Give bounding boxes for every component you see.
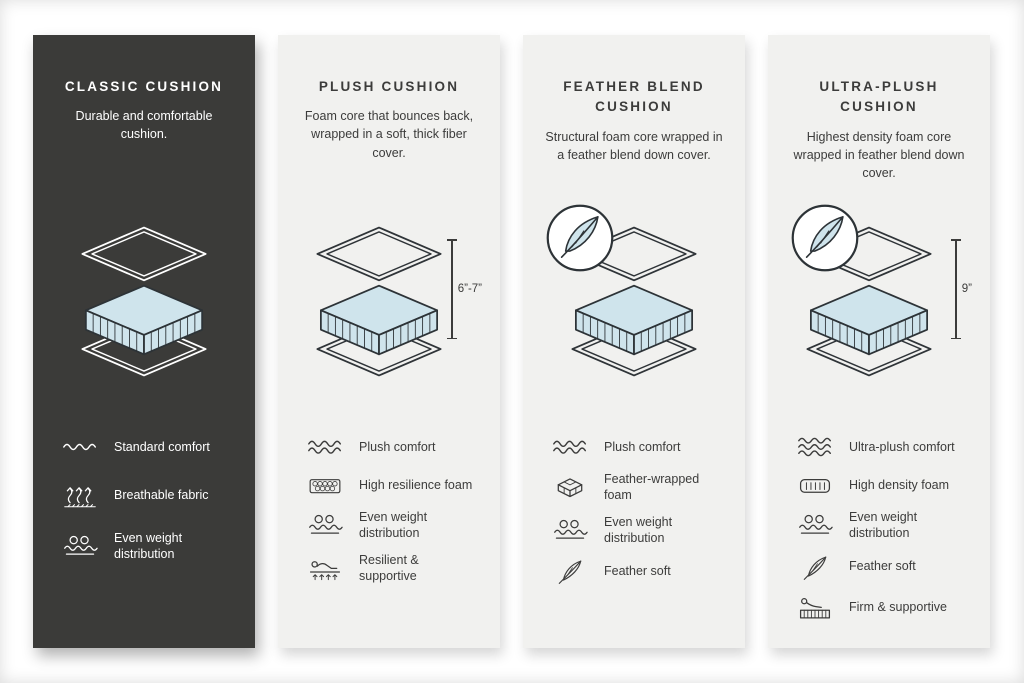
- high-density-foam-icon: [794, 472, 836, 499]
- column-title: CLASSIC CUSHION: [64, 79, 224, 94]
- measurement-value: 6”-7”: [457, 283, 482, 295]
- feature-row: Plush comfort: [549, 433, 725, 461]
- feature-label: High density foam: [849, 477, 950, 492]
- height-measurement: 9”: [951, 239, 972, 339]
- column-ultra-plush-cushion: ULTRA-PLUSH CUSHION Highest density foam…: [768, 35, 990, 648]
- cushion-illustration: [543, 195, 725, 407]
- feature-row: Breathable fabric: [59, 481, 235, 510]
- even-weight-icon: [549, 518, 591, 542]
- column-description: Durable and comfortable cushion.: [75, 109, 213, 142]
- feature-label: High resilience foam: [359, 477, 473, 492]
- feature-label: Ultra-plush comfort: [849, 439, 955, 454]
- feature-row: Even weight distribution: [794, 509, 970, 542]
- column-feather-blend-cushion: FEATHER BLEND CUSHION Structural foam co…: [523, 35, 745, 648]
- feature-row: Feather soft: [794, 552, 970, 582]
- feature-label: Plush comfort: [604, 439, 681, 454]
- cushion-layers-icon: [316, 226, 442, 376]
- cushion-layers-icon: [81, 226, 207, 376]
- feature-list: Plush comfort Feather-wrapped foam: [543, 433, 725, 586]
- firm-supportive-icon: [794, 592, 836, 623]
- column-description: Foam core that bounces back, wrapped in …: [304, 109, 474, 160]
- feature-label: Resilient & supportive: [359, 552, 419, 583]
- column-classic-cushion: CLASSIC CUSHION Durable and comfortable …: [33, 35, 255, 648]
- feature-label: Standard comfort: [114, 439, 210, 454]
- feature-row: Standard comfort: [59, 433, 235, 461]
- resilient-supportive-icon: [304, 552, 346, 583]
- column-header: PLUSH CUSHION Foam core that bounces bac…: [298, 77, 480, 195]
- double-wave-icon: [549, 437, 591, 457]
- height-measurement: 6”-7”: [447, 239, 482, 339]
- feature-label: Firm & supportive: [849, 599, 947, 614]
- feature-row: Resilient & supportive: [304, 552, 480, 585]
- feature-label: Plush comfort: [359, 439, 436, 454]
- measurement-line: [951, 239, 960, 339]
- measurement-value: 9”: [961, 283, 972, 295]
- feature-label: Even weight distribution: [114, 531, 183, 562]
- column-description: Highest density foam core wrapped in fea…: [793, 129, 965, 180]
- feature-list: Standard comfort Breathable fabric: [53, 433, 235, 563]
- feather-icon: [549, 556, 591, 586]
- feature-row: Plush comfort: [304, 433, 480, 461]
- feature-row: Even weight distribution: [549, 514, 725, 547]
- column-plush-cushion: PLUSH CUSHION Foam core that bounces bac…: [278, 35, 500, 648]
- feature-label: Even weight distribution: [849, 510, 918, 541]
- measurement-line: [447, 239, 456, 339]
- feature-label: Feather-wrapped foam: [604, 472, 700, 503]
- feature-label: Even weight distribution: [359, 510, 428, 541]
- double-wave-icon: [304, 437, 346, 457]
- feature-row: Feather soft: [549, 556, 725, 586]
- column-header: FEATHER BLEND CUSHION Structural foam co…: [543, 77, 725, 195]
- feature-row: Ultra-plush comfort: [794, 433, 970, 461]
- column-title: FEATHER BLEND CUSHION: [563, 79, 705, 115]
- feature-label: Even weight distribution: [604, 514, 673, 545]
- feature-row: Even weight distribution: [59, 530, 235, 563]
- feature-label: Feather soft: [604, 563, 671, 578]
- feather-badge-icon: [546, 204, 614, 272]
- resilience-foam-icon: [304, 472, 346, 499]
- feature-label: Feather soft: [849, 559, 916, 574]
- feature-row: Feather-wrapped foam: [549, 471, 725, 504]
- feather-badge-icon: [791, 204, 859, 272]
- breathable-fabric-icon: [59, 481, 101, 510]
- triple-wave-icon: [794, 436, 836, 458]
- feather-icon: [794, 552, 836, 582]
- feature-row: Even weight distribution: [304, 509, 480, 542]
- even-weight-icon: [59, 534, 101, 558]
- feature-row: High resilience foam: [304, 471, 480, 499]
- feather-wrapped-foam-icon: [549, 474, 591, 501]
- feature-row: High density foam: [794, 471, 970, 499]
- column-title: PLUSH CUSHION: [318, 79, 460, 94]
- feature-list: Ultra-plush comfort High density foam: [788, 433, 970, 623]
- cushion-illustration: 6”-7”: [298, 195, 482, 407]
- column-title: ULTRA-PLUSH CUSHION: [819, 79, 939, 115]
- column-header: CLASSIC CUSHION Durable and comfortable …: [53, 77, 235, 195]
- cushion-illustration: 9”: [788, 195, 972, 407]
- column-header: ULTRA-PLUSH CUSHION Highest density foam…: [788, 77, 970, 195]
- single-wave-icon: [59, 437, 101, 457]
- feature-row: Firm & supportive: [794, 592, 970, 623]
- even-weight-icon: [304, 513, 346, 537]
- column-description: Structural foam core wrapped in a feathe…: [545, 129, 723, 162]
- feature-list: Plush comfort High resilience foam: [298, 433, 480, 584]
- columns-row: CLASSIC CUSHION Durable and comfortable …: [33, 35, 990, 648]
- cushion-illustration: [53, 195, 235, 407]
- even-weight-icon: [794, 513, 836, 537]
- feature-label: Breathable fabric: [114, 488, 209, 503]
